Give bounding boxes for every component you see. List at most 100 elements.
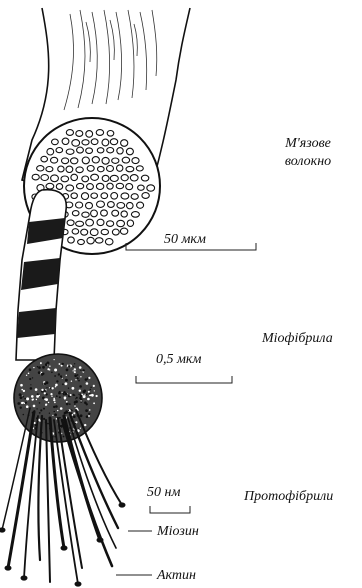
myofibril-cell (137, 202, 144, 208)
myofibril-cell (91, 193, 98, 198)
texture-dot (31, 395, 34, 398)
texture-dot (77, 377, 79, 379)
texture-dot (36, 395, 39, 398)
myofibril-cell (107, 166, 114, 172)
texture-dot (39, 402, 41, 404)
myofibril-cell (86, 219, 94, 226)
myofibril-cell (86, 131, 93, 138)
texture-dot (23, 390, 25, 392)
texture-dot (38, 371, 41, 374)
myofibril-cell (47, 148, 54, 155)
texture-dot (54, 359, 55, 360)
texture-dot (58, 373, 60, 375)
texture-dot (88, 377, 90, 379)
texture-dot (45, 363, 48, 366)
texture-dot (43, 408, 45, 410)
myofibril-cell (96, 130, 103, 136)
texture-dot (83, 395, 86, 398)
texture-dot (74, 404, 75, 405)
texture-dot (56, 380, 58, 382)
myofibril-cell (121, 193, 129, 199)
texture-dot (67, 365, 68, 366)
myofibril-cell (122, 157, 129, 163)
myofibril-cell (72, 229, 79, 234)
myofibril-cell (86, 202, 93, 208)
texture-dot (41, 389, 43, 391)
texture-dot (36, 399, 37, 400)
texture-dot (66, 375, 67, 376)
muscle-fiber-label-line1: М'язове (266, 136, 350, 152)
texture-dot (29, 368, 32, 371)
myofibril-cell (147, 185, 155, 191)
myofibril-cell (82, 140, 89, 145)
texture-dot (66, 369, 69, 372)
myofibril-cell (76, 131, 83, 137)
texture-dot (33, 367, 34, 368)
strand-end (61, 545, 68, 550)
texture-dot (24, 398, 26, 400)
texture-dot (70, 394, 72, 396)
myofibril-cell (62, 158, 69, 164)
texture-dot (55, 386, 56, 387)
myofibril-cell (107, 183, 113, 189)
texture-dot (25, 402, 27, 404)
myofibril-cell (112, 210, 119, 216)
myofibril-cell (68, 237, 75, 243)
myofibril-cell (92, 157, 99, 163)
texture-dot (45, 398, 48, 401)
myofibril-cell (77, 147, 84, 153)
myofibril-cell (121, 175, 128, 181)
texture-dot (65, 379, 68, 382)
myofibril-cell (116, 183, 123, 188)
actin-label: Актин (157, 568, 196, 584)
myofibril-cell (120, 228, 127, 234)
texture-dot (49, 366, 50, 367)
texture-dot (26, 375, 27, 376)
myofibril-cell (112, 158, 119, 163)
myofibril-cell (117, 203, 125, 209)
myofibril-cell (91, 174, 99, 180)
myofibril-cell (62, 138, 69, 144)
texture-dot (59, 417, 61, 419)
texture-dot (88, 391, 90, 393)
texture-dot (68, 410, 69, 411)
texture-dot (73, 366, 74, 367)
texture-dot (79, 385, 82, 388)
myofibril-cell (112, 229, 119, 235)
texture-dot (60, 407, 63, 410)
texture-dot (20, 407, 22, 409)
texture-dot (78, 380, 80, 382)
myofibril-cell (41, 175, 49, 181)
strand-end (119, 502, 126, 507)
texture-dot (54, 375, 56, 377)
texture-dot (80, 400, 81, 401)
texture-dot (26, 405, 29, 408)
myofibril-cell (46, 167, 53, 172)
myofibril-cell (97, 219, 104, 225)
myofibril-cell (126, 184, 133, 190)
texture-dot (61, 365, 63, 367)
texture-dot (53, 398, 55, 400)
myofibril-cell (102, 139, 109, 146)
texture-dot (20, 384, 23, 387)
myofibril-cell (101, 193, 108, 199)
texture-dot (58, 392, 61, 395)
scale-bar-myofibril (136, 376, 232, 383)
texture-dot (71, 381, 72, 382)
myofibril-cell (52, 139, 59, 145)
myofibril-cell (87, 166, 94, 172)
texture-dot (94, 390, 95, 391)
texture-dot (19, 393, 22, 396)
texture-dot (17, 402, 20, 405)
myofibril-cell (77, 183, 84, 188)
myofibril-cell (127, 202, 134, 208)
texture-dot (59, 396, 61, 398)
texture-dot (90, 387, 91, 388)
myofibril-cell (110, 175, 118, 181)
texture-dot (87, 377, 88, 378)
texture-dot (88, 415, 90, 417)
texture-dot (93, 385, 95, 387)
scale-label-fiber: 50 мкм (164, 232, 206, 248)
texture-dot (74, 368, 76, 370)
myofibril-cell (97, 148, 104, 153)
